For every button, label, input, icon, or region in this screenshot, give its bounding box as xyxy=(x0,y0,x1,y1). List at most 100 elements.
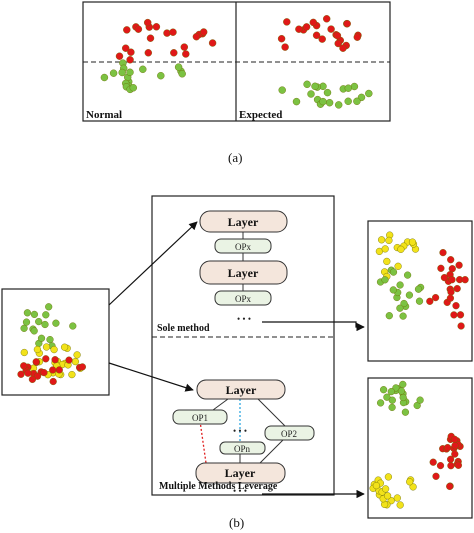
red-marker xyxy=(115,52,124,60)
green-marker xyxy=(126,68,134,77)
green-marker xyxy=(46,336,54,344)
red-marker xyxy=(20,362,28,370)
multi-op-2-label: OP2 xyxy=(281,429,297,439)
yellow-marker xyxy=(384,492,392,500)
red-marker xyxy=(343,20,351,28)
sole-layer-2 xyxy=(199,260,288,285)
red-marker xyxy=(426,297,434,305)
green-marker xyxy=(380,386,388,394)
yellow-marker xyxy=(71,358,80,366)
sole-layer-1 xyxy=(199,210,288,233)
sole-op-1-label: OPx xyxy=(235,242,252,252)
green-marker xyxy=(383,393,391,401)
red-marker xyxy=(448,276,456,284)
multi-op-n xyxy=(219,441,266,455)
red-marker xyxy=(455,261,463,269)
red-marker xyxy=(453,285,461,293)
sole-method-label: Sole method xyxy=(157,323,210,334)
arrow-sole-to-output xyxy=(262,321,365,332)
sole-op-2 xyxy=(214,290,272,306)
red-marker xyxy=(436,462,445,470)
input-scatter xyxy=(17,303,87,386)
sole-op-1 xyxy=(214,238,272,254)
red-marker xyxy=(334,39,342,48)
red-marker xyxy=(447,256,455,264)
green-marker xyxy=(415,297,424,305)
red-marker xyxy=(447,288,455,296)
yellow-marker xyxy=(73,351,81,359)
yellow-marker xyxy=(384,473,393,481)
green-marker xyxy=(22,318,31,326)
red-marker xyxy=(17,370,25,378)
red-marker xyxy=(65,356,73,364)
red-marker xyxy=(182,50,190,58)
multi-output-scatter xyxy=(369,380,464,509)
red-marker xyxy=(302,23,311,31)
yellow-marker xyxy=(378,236,386,244)
red-marker xyxy=(327,25,335,33)
yellow-marker xyxy=(372,482,381,490)
red-marker xyxy=(170,49,178,57)
red-marker xyxy=(318,35,326,43)
green-marker xyxy=(401,408,410,416)
red-marker xyxy=(49,366,57,374)
red-marker xyxy=(123,26,131,34)
red-marker xyxy=(277,35,286,43)
yellow-marker xyxy=(385,236,393,245)
green-marker xyxy=(100,73,109,82)
red-marker xyxy=(446,482,454,491)
red-marker xyxy=(439,249,447,257)
red-marker xyxy=(180,43,189,51)
red-marker xyxy=(432,294,440,302)
sole-layer-2-label: Layer xyxy=(228,266,259,280)
red-marker xyxy=(339,44,347,52)
green-marker xyxy=(118,68,126,77)
expected-scatter xyxy=(277,15,373,109)
red-marker xyxy=(152,23,161,31)
red-marker xyxy=(447,462,455,470)
multi-dots-mid: • • • xyxy=(233,426,247,436)
green-marker xyxy=(350,82,359,91)
red-marker xyxy=(134,25,143,33)
green-marker xyxy=(405,291,414,299)
panel-a: Normal Expected (a) xyxy=(82,1,391,165)
green-marker xyxy=(388,396,396,404)
green-marker xyxy=(178,70,186,78)
yellow-marker xyxy=(397,245,405,253)
edge-layer-op1 xyxy=(212,398,229,411)
normal-scatter xyxy=(100,18,217,94)
green-marker xyxy=(404,271,412,279)
multi-op-1-label: OP1 xyxy=(192,413,208,423)
green-marker xyxy=(311,82,319,91)
red-marker xyxy=(312,31,321,39)
green-marker xyxy=(399,312,407,320)
green-marker xyxy=(23,309,32,317)
green-marker xyxy=(303,80,311,89)
yellow-marker xyxy=(394,262,402,270)
green-marker xyxy=(37,334,46,342)
yellow-marker xyxy=(42,343,51,351)
red-marker xyxy=(454,461,463,469)
red-marker xyxy=(51,356,59,364)
red-marker xyxy=(143,18,152,27)
green-marker xyxy=(325,98,334,107)
sole-layer-1-label: Layer xyxy=(228,215,259,229)
red-marker xyxy=(451,435,459,443)
red-marker xyxy=(78,363,87,371)
red-marker xyxy=(40,369,48,377)
red-marker xyxy=(295,25,303,33)
normal-label: Normal xyxy=(86,109,122,121)
green-marker xyxy=(365,89,373,98)
red-marker xyxy=(32,358,40,366)
yellow-marker xyxy=(68,371,76,379)
green-marker xyxy=(387,388,395,396)
caption-a: (a) xyxy=(228,150,242,165)
green-marker xyxy=(278,86,286,94)
red-marker xyxy=(333,31,342,40)
yellow-marker xyxy=(393,494,401,502)
green-marker xyxy=(69,322,77,330)
red-marker xyxy=(451,450,459,458)
yellow-marker xyxy=(396,501,404,509)
red-marker xyxy=(169,28,177,36)
arrow-input-to-multi xyxy=(108,362,194,392)
